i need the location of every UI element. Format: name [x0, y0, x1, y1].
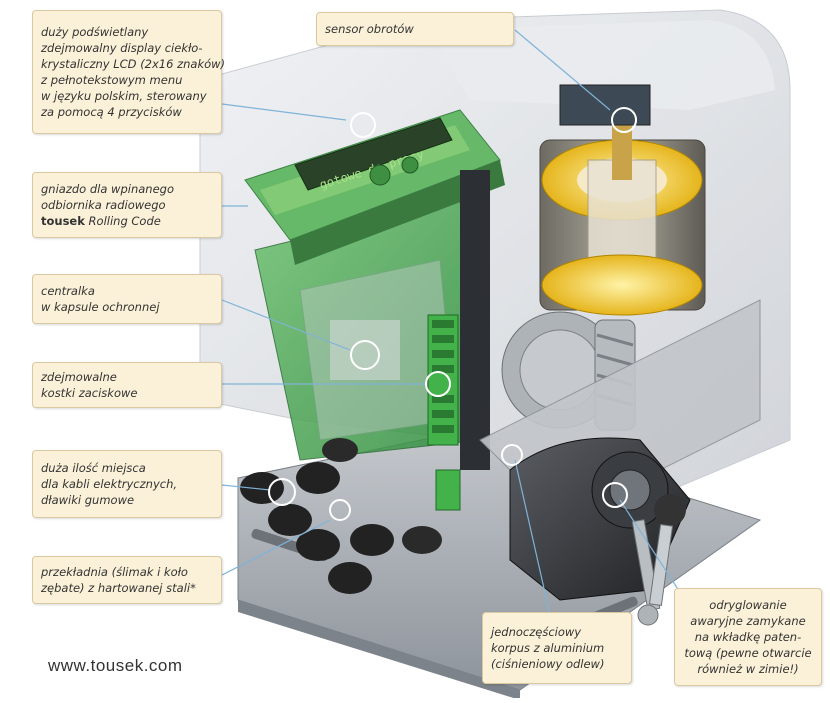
callout-line: z pełnotekstowym menu [41, 73, 183, 87]
callout-line: w kapsule ochronnej [41, 300, 160, 314]
brand-name: tousek [41, 214, 85, 228]
callout-control-unit: centralka w kapsule ochronnej [32, 274, 222, 324]
callout-line: tową (pewne otwarcie [684, 646, 812, 660]
callout-line: jednoczęściowy [491, 625, 582, 639]
callout-line: tousek Rolling Code [41, 213, 213, 229]
callout-line: sensor obrotów [325, 22, 414, 36]
callout-lcd-display: duży podświetlany zdejmowalny display ci… [32, 10, 226, 134]
callout-gear: przekładnia (ślimak i koło zębate) z har… [32, 556, 222, 604]
callout-line: (ciśnieniowy odlew) [491, 657, 605, 671]
callout-terminal-blocks: zdejmowalne kostki zaciskowe [32, 362, 222, 408]
callout-line: duży podświetlany [41, 25, 149, 39]
callout-rotation-sensor: sensor obrotów [316, 12, 514, 46]
motor [539, 84, 706, 316]
callout-line: odryglowanie [709, 598, 787, 612]
callout-line: na wkładkę paten- [694, 630, 802, 644]
callout-line: gniazdo dla wpinanego [41, 182, 174, 196]
callout-line: za pomocą 4 przycisków [41, 105, 182, 119]
callout-line: centralka [41, 284, 95, 298]
brand-suffix: Rolling Code [84, 214, 161, 228]
website-url[interactable]: www.tousek.com [48, 656, 183, 675]
callout-housing: jednoczęściowy korpus z aluminium (ciśni… [482, 612, 632, 684]
callout-line: w języku polskim, sterowany [41, 89, 207, 103]
callout-emergency-release: odryglowanie awaryjne zamykane na wkładk… [674, 588, 822, 686]
callout-radio-socket: gniazdo dla wpinanego odbiornika radiowe… [32, 172, 222, 238]
callout-line: zdejmowalne [41, 370, 117, 384]
callout-line: korpus z aluminium [491, 641, 605, 655]
callout-line: odbiornika radiowego [41, 198, 166, 212]
callout-line: duża ilość miejsca [41, 461, 146, 475]
callout-line: dla kabli elektrycznych, [41, 477, 178, 491]
callout-line: zębate) z hartowanej stali* [41, 581, 196, 595]
emergency-release-keys [631, 494, 686, 626]
callout-line: awaryjne zamykane [690, 614, 806, 628]
lcd-display-module: gotowe do pracy [244, 109, 505, 265]
terminal-blocks [427, 314, 461, 511]
callout-line: dławiki gumowe [41, 493, 135, 507]
callout-line: również w zimie!) [697, 662, 799, 676]
callout-line: zdejmowalny display ciekło- [41, 41, 203, 55]
mounting-rail [460, 170, 490, 470]
callout-line: krystaliczny LCD (2x16 znaków) [41, 57, 226, 71]
callout-line: przekładnia (ślimak i koło [41, 565, 188, 579]
leader-lines [221, 29, 686, 616]
callout-line: kostki zaciskowe [41, 386, 138, 400]
callout-cable-space: duża ilość miejsca dla kabli elektryczny… [32, 450, 222, 518]
rubber-grommets [240, 438, 442, 594]
